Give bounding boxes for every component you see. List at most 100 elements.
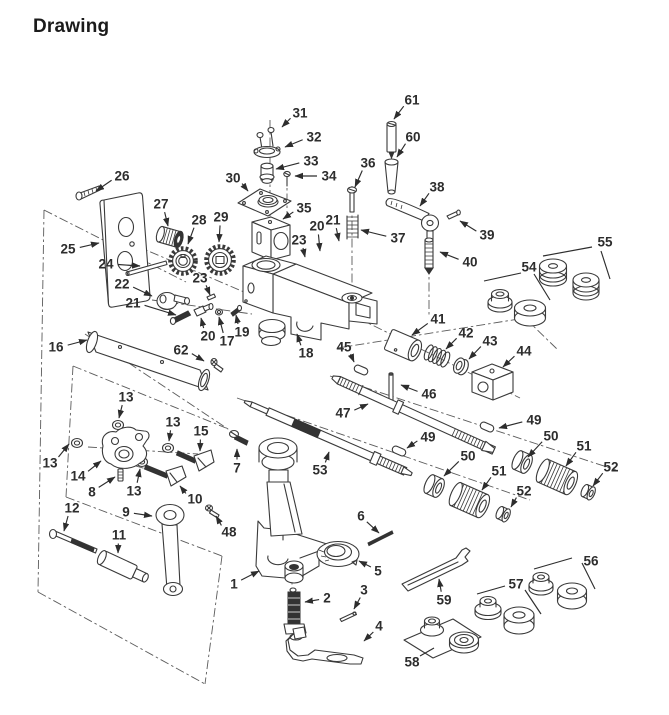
leader-24 bbox=[117, 262, 141, 269]
leader-38 bbox=[419, 193, 430, 207]
callout-37: 37 bbox=[390, 231, 405, 246]
leader-10 bbox=[179, 485, 188, 495]
callout-46: 46 bbox=[421, 387, 437, 402]
part-block-44 bbox=[471, 363, 514, 401]
part-wrench-4 bbox=[285, 626, 364, 665]
leader-62 bbox=[191, 353, 205, 362]
part-screw-36 bbox=[346, 186, 358, 213]
part-blade-59 bbox=[401, 547, 471, 592]
leader-5 bbox=[358, 560, 372, 568]
leader-29 bbox=[216, 225, 223, 243]
part-taper-pin-60 bbox=[384, 158, 399, 195]
callout-40: 40 bbox=[462, 255, 477, 270]
leader-28 bbox=[187, 227, 195, 245]
part-washer-set-57 bbox=[474, 595, 535, 635]
part-crank-9 bbox=[155, 503, 185, 597]
callout-1: 1 bbox=[230, 577, 238, 592]
callout-20: 20 bbox=[200, 329, 215, 344]
part-screw-7 bbox=[228, 429, 249, 446]
leader-13 bbox=[166, 430, 174, 442]
leader-49 bbox=[498, 421, 523, 430]
leader-35 bbox=[282, 211, 294, 220]
callout-61: 61 bbox=[404, 93, 420, 108]
callout-33: 33 bbox=[303, 154, 319, 169]
leader-14 bbox=[87, 460, 102, 472]
part-top-plate-30 bbox=[237, 188, 292, 217]
callout-48: 48 bbox=[221, 525, 237, 540]
part-plate-58 bbox=[403, 616, 482, 659]
callout-38: 38 bbox=[429, 180, 445, 195]
part-pin-19 bbox=[230, 304, 243, 317]
callout-62: 62 bbox=[173, 343, 188, 358]
part-pin-39 bbox=[446, 209, 461, 220]
callout-3: 3 bbox=[360, 583, 368, 598]
part-gib-screw-10 bbox=[143, 464, 187, 487]
part-washer-set-54 bbox=[487, 288, 547, 327]
callout-11: 11 bbox=[112, 528, 127, 543]
part-pin-61 bbox=[386, 120, 397, 160]
callout-60: 60 bbox=[405, 130, 420, 145]
part-gear-28 bbox=[168, 246, 198, 276]
leader-18 bbox=[296, 333, 303, 346]
callout-23: 23 bbox=[192, 271, 208, 286]
callout-20: 20 bbox=[309, 219, 324, 234]
part-bracket-14 bbox=[101, 426, 150, 469]
part-washer-43 bbox=[452, 357, 469, 376]
callout-39: 39 bbox=[479, 228, 494, 243]
callout-29: 29 bbox=[213, 210, 228, 225]
bracket-line-57 bbox=[476, 585, 506, 595]
callout-49: 49 bbox=[526, 413, 541, 428]
part-washer-17 bbox=[214, 308, 224, 316]
bracket-line-54 bbox=[483, 272, 522, 282]
leader-41 bbox=[411, 322, 429, 336]
callout-52: 52 bbox=[516, 484, 531, 499]
part-pin-3 bbox=[339, 611, 358, 623]
leader-30 bbox=[240, 182, 249, 192]
part-sleeve-11 bbox=[96, 550, 149, 583]
bracket-line-57 bbox=[524, 589, 542, 615]
part-gear-29 bbox=[204, 244, 236, 276]
leader-53 bbox=[323, 451, 330, 463]
callout-42: 42 bbox=[458, 326, 473, 341]
callout-21: 21 bbox=[125, 296, 141, 311]
part-spring-42 bbox=[423, 344, 451, 368]
part-needle-6 bbox=[367, 530, 394, 547]
part-nut-52-upper bbox=[580, 483, 596, 501]
leader-17 bbox=[217, 316, 225, 334]
leader-1 bbox=[240, 570, 260, 581]
callout-32: 32 bbox=[306, 130, 321, 145]
part-cover-plate-25 bbox=[99, 192, 151, 308]
callout-31: 31 bbox=[292, 106, 308, 121]
callout-13: 13 bbox=[118, 390, 134, 405]
leader-21 bbox=[144, 304, 177, 316]
callout-26: 26 bbox=[114, 169, 130, 184]
leader-42 bbox=[445, 337, 458, 350]
callout-51: 51 bbox=[491, 464, 507, 479]
page-title: Drawing bbox=[33, 16, 110, 37]
callout-45: 45 bbox=[336, 340, 352, 355]
leader-25 bbox=[79, 241, 100, 248]
bracket-line-55 bbox=[542, 246, 593, 257]
callout-13: 13 bbox=[126, 484, 142, 499]
leader-60 bbox=[396, 143, 406, 158]
leader-51 bbox=[481, 477, 492, 491]
leader-20 bbox=[199, 317, 207, 329]
callout-30: 30 bbox=[225, 171, 240, 186]
leader-23 bbox=[300, 247, 307, 258]
leader-3 bbox=[353, 597, 361, 610]
leader-8 bbox=[98, 476, 116, 488]
leader-52 bbox=[510, 497, 518, 508]
leader-32 bbox=[284, 139, 303, 148]
part-tube-16 bbox=[85, 330, 211, 392]
callout-5: 5 bbox=[374, 564, 382, 579]
leader-59 bbox=[437, 578, 444, 592]
callout-10: 10 bbox=[187, 492, 202, 507]
leader-13 bbox=[117, 404, 125, 419]
callout-22: 22 bbox=[114, 277, 129, 292]
callout-28: 28 bbox=[191, 213, 207, 228]
leader-13 bbox=[58, 443, 70, 458]
leader-2 bbox=[304, 597, 320, 604]
